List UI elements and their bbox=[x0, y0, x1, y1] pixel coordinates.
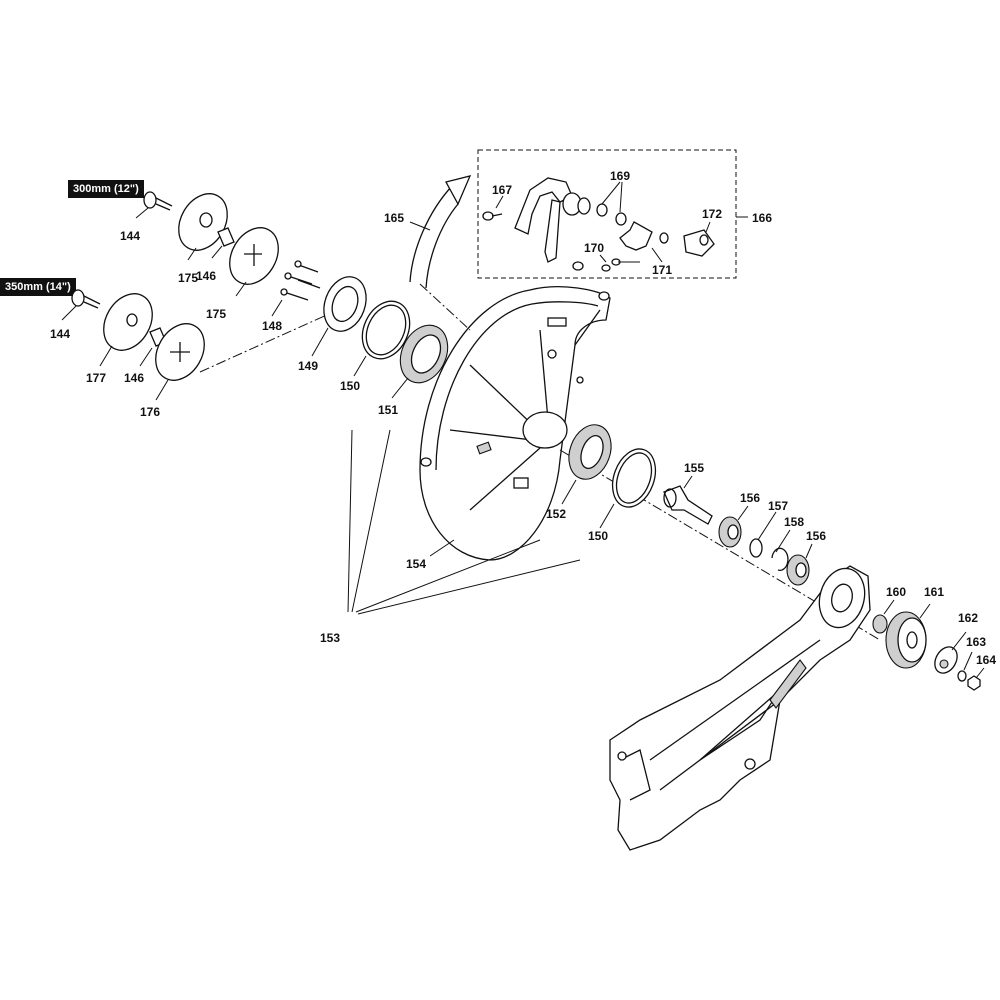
label-162: 162 bbox=[958, 611, 978, 625]
bearing-156-upper bbox=[718, 516, 742, 548]
flange-152 bbox=[568, 424, 612, 480]
bolt-144-upper bbox=[143, 191, 173, 211]
bearing-151 bbox=[399, 324, 449, 384]
label-170: 170 bbox=[584, 241, 604, 255]
label-161: 161 bbox=[924, 585, 944, 599]
label-158: 158 bbox=[784, 515, 804, 529]
label-144-upper: 144 bbox=[120, 229, 140, 243]
shaft-155 bbox=[663, 485, 713, 525]
label-148: 148 bbox=[262, 319, 282, 333]
size-label-350mm: 350mm (14") bbox=[0, 278, 76, 296]
plate-149 bbox=[323, 276, 367, 332]
part-number-labels: 144 175 146 175 148 149 150 151 144 177 … bbox=[50, 169, 996, 667]
label-154: 154 bbox=[406, 557, 426, 571]
size-label-300mm: 300mm (12") bbox=[68, 180, 144, 198]
circlip-157 bbox=[749, 538, 763, 558]
screws-148 bbox=[280, 260, 321, 301]
label-165: 165 bbox=[384, 211, 404, 225]
label-155: 155 bbox=[684, 461, 704, 475]
bearing-156-lower bbox=[786, 554, 810, 586]
label-146-lower: 146 bbox=[124, 371, 144, 385]
kit-box-outline bbox=[477, 149, 737, 279]
label-150-lower: 150 bbox=[588, 529, 608, 543]
leaders-153 bbox=[347, 429, 581, 615]
flange-177 bbox=[103, 293, 153, 351]
label-156-lower: 156 bbox=[806, 529, 826, 543]
pulley-161 bbox=[885, 611, 927, 669]
label-152: 152 bbox=[546, 507, 566, 521]
kit-leaders bbox=[495, 181, 711, 263]
flange-176 bbox=[155, 323, 205, 381]
label-144-lower: 144 bbox=[50, 327, 70, 341]
nut-164 bbox=[967, 675, 981, 691]
label-177: 177 bbox=[86, 371, 106, 385]
blade-guard bbox=[419, 286, 611, 561]
label-164: 164 bbox=[976, 653, 996, 667]
cover-162 bbox=[934, 646, 958, 674]
bolt-144-lower bbox=[71, 289, 101, 309]
label-172: 172 bbox=[702, 207, 722, 221]
washer-163 bbox=[957, 670, 967, 682]
label-166: 166 bbox=[752, 211, 772, 225]
pivot-arrow bbox=[409, 185, 453, 283]
label-146-upper: 146 bbox=[196, 269, 216, 283]
washer-160 bbox=[872, 614, 888, 634]
flange-175-lower bbox=[229, 227, 279, 285]
label-167: 167 bbox=[492, 183, 512, 197]
washer-146-upper bbox=[217, 227, 235, 247]
label-176: 176 bbox=[140, 405, 160, 419]
label-151: 151 bbox=[378, 403, 398, 417]
flange-175-upper bbox=[178, 193, 228, 251]
label-150-upper: 150 bbox=[340, 379, 360, 393]
water-kit-parts bbox=[482, 177, 715, 272]
label-156-upper: 156 bbox=[740, 491, 760, 505]
snapring-158 bbox=[771, 547, 789, 571]
label-163: 163 bbox=[966, 635, 986, 649]
ring-150-upper bbox=[361, 300, 411, 360]
label-153: 153 bbox=[320, 631, 340, 645]
label-171: 171 bbox=[652, 263, 672, 277]
label-175-lower: 175 bbox=[206, 307, 226, 321]
label-169: 169 bbox=[610, 169, 630, 183]
label-149: 149 bbox=[298, 359, 318, 373]
cutting-arm bbox=[609, 565, 871, 851]
ring-150-lower bbox=[611, 448, 657, 508]
label-175-upper: 175 bbox=[178, 271, 198, 285]
label-157: 157 bbox=[768, 499, 788, 513]
label-160: 160 bbox=[886, 585, 906, 599]
